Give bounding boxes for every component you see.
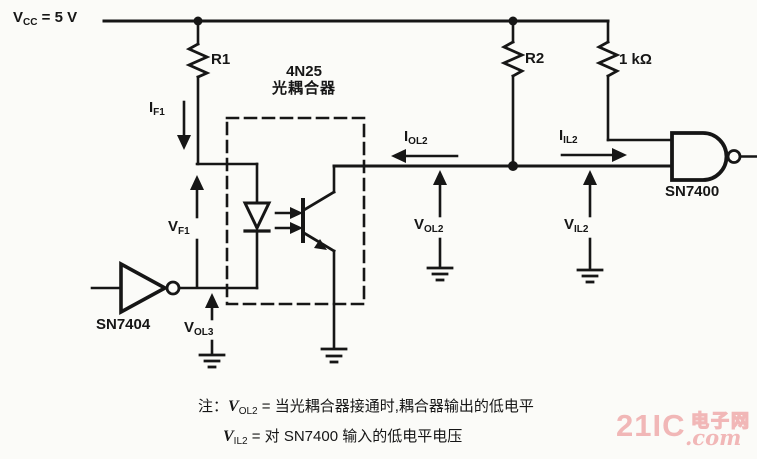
resistor-r1 bbox=[185, 19, 259, 166]
vol3-arrow-icon bbox=[205, 293, 219, 356]
vol2-label: VOL2 bbox=[414, 216, 444, 235]
ground-symbol-vol3 bbox=[198, 353, 226, 369]
iol2-label: IOL2 bbox=[404, 128, 428, 147]
inverter-gate-sn7404 bbox=[90, 260, 181, 316]
sn7404-label: SN7404 bbox=[96, 316, 151, 333]
note-line-1: 注：VOL2 = 当光耦合器接通时,耦合器输出的低电平 bbox=[198, 398, 534, 417]
r1k-label: 1 kΩ bbox=[619, 51, 652, 68]
ground-symbol-vol2 bbox=[426, 266, 454, 282]
note-line-2: VIL2 = 对 SN7400 输入的低电平电压 bbox=[223, 428, 463, 447]
sn7400-label: SN7400 bbox=[665, 183, 720, 200]
vol3-label: VOL3 bbox=[184, 319, 214, 338]
vcc-label: VCC = 5 V bbox=[13, 9, 78, 28]
resistor-r2 bbox=[500, 19, 526, 168]
optocoupler-name: 光耦合器 bbox=[271, 79, 336, 97]
nand-gate-sn7400 bbox=[670, 131, 757, 182]
optocoupler-part-number: 4N25 bbox=[286, 63, 322, 80]
vol2-arrow-icon bbox=[433, 170, 447, 269]
phototransistor bbox=[301, 164, 336, 350]
resistor-1k bbox=[595, 19, 674, 142]
if1-label: IF1 bbox=[149, 99, 165, 118]
watermark-cn-text: 电子网 bbox=[690, 410, 751, 431]
watermark-brand: 21IC bbox=[616, 408, 686, 443]
iol2-arrow-icon bbox=[391, 149, 459, 163]
watermark-com-text: .com bbox=[685, 425, 742, 450]
ground-symbol-vil2 bbox=[576, 268, 604, 284]
r2-label: R2 bbox=[525, 50, 545, 67]
optocoupler-label: 4N25 光耦合器 bbox=[252, 63, 356, 97]
light-arrows-icon bbox=[274, 207, 303, 234]
vf1-label: VF1 bbox=[168, 218, 190, 237]
iil2-label: IIL2 bbox=[559, 127, 578, 146]
vf1-arrow-icon bbox=[190, 175, 204, 289]
vil2-arrow-icon bbox=[583, 170, 597, 271]
r1-label: R1 bbox=[211, 51, 231, 68]
vil2-label: VIL2 bbox=[564, 216, 589, 235]
if1-arrow-icon bbox=[177, 100, 191, 150]
ground-symbol-emitter bbox=[320, 347, 348, 364]
iil2-arrow-icon bbox=[560, 148, 627, 162]
led-diode bbox=[242, 162, 272, 290]
